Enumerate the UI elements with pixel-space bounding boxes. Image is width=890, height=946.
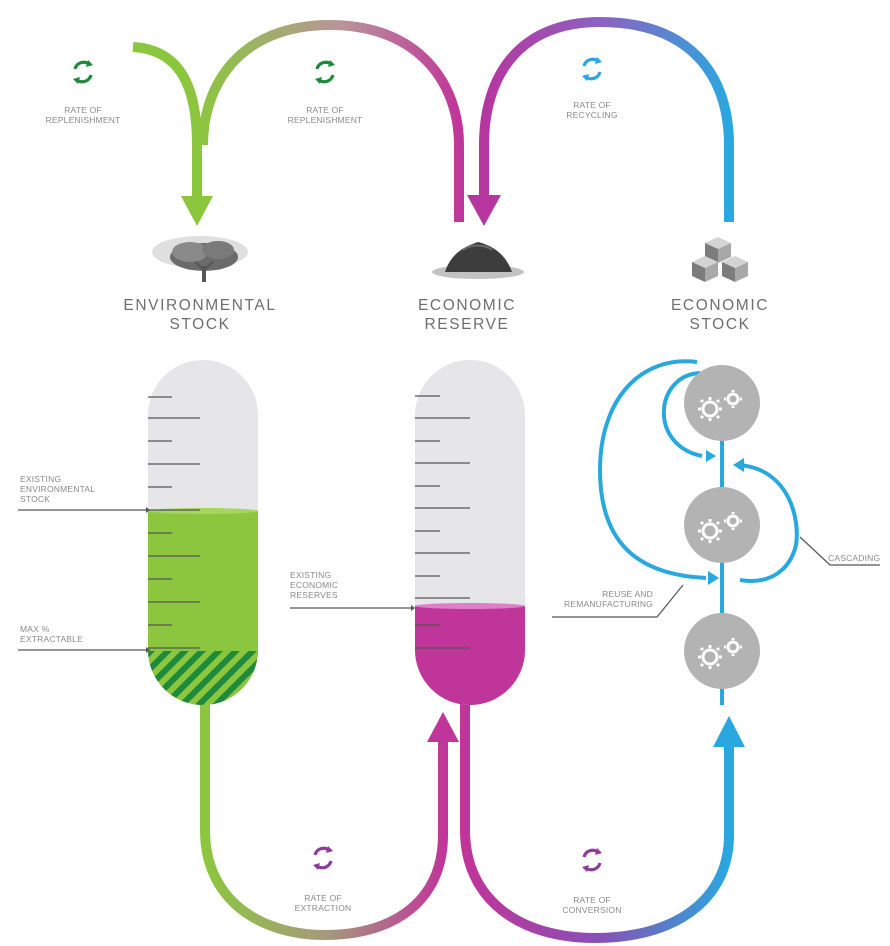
economic-reserve-level: [415, 606, 525, 705]
extraction-flow: [200, 700, 448, 941]
loop-arrow-outer: [708, 571, 719, 585]
cubes-icon: [692, 237, 748, 282]
replenishment-flow-1: [132, 42, 202, 200]
tree-icon: [152, 236, 248, 282]
process-node-3: [684, 613, 760, 689]
gears-icon: [698, 638, 742, 669]
cascading-label: CASCADING: [828, 553, 881, 563]
ore-pile-icon: [432, 242, 524, 279]
cycle-arrows-icon: [73, 57, 602, 872]
max-extractable-label: MAX % EXTRACTABLE: [20, 624, 83, 644]
reuse-remanufacturing-label: REUSE AND REMANUFACTURING: [564, 589, 653, 609]
max-extractable-region: [148, 651, 258, 705]
economic-reserve-tube: [415, 360, 525, 705]
existing-economic-reserves-label: EXISTING ECONOMIC RESERVES: [290, 570, 339, 600]
conversion-flow: [460, 700, 734, 944]
loop-arrow-cascade: [733, 458, 744, 472]
environmental-stock-tube: [148, 360, 258, 705]
leader-reuse-remanufacturing: [552, 584, 684, 618]
economic-stock-loops: [597, 359, 799, 705]
replenishment-flow-2: [198, 19, 464, 222]
process-node-1: [684, 365, 760, 441]
recycling-flow: [479, 16, 734, 222]
conversion-arrow: [713, 716, 745, 747]
gears-icon: [698, 512, 742, 543]
extraction-arrow: [427, 712, 459, 742]
loop-arrow-inner: [706, 450, 716, 462]
leader-cascading: [799, 536, 880, 566]
process-node-2: [684, 487, 760, 563]
recycling-arrow: [467, 195, 501, 226]
replenishment-arrow-1: [181, 196, 213, 226]
existing-environmental-stock-label: EXISTING ENVIRONMENTAL STOCK: [20, 474, 96, 504]
gears-icon: [698, 390, 742, 421]
